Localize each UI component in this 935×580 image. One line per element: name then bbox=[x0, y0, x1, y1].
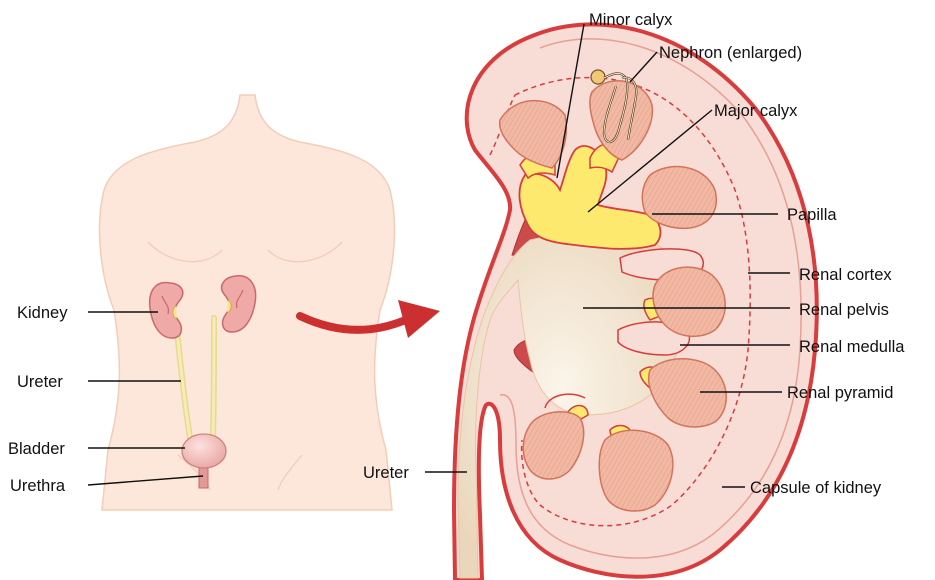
pyramid-3 bbox=[642, 167, 716, 229]
label-ureter-kidney: Ureter bbox=[363, 464, 409, 482]
label-ureter-body: Ureter bbox=[17, 373, 63, 391]
label-major-calyx: Major calyx bbox=[714, 102, 798, 120]
label-bladder: Bladder bbox=[8, 440, 65, 458]
label-capsule: Capsule of kidney bbox=[750, 479, 882, 497]
label-renal-medulla: Renal medulla bbox=[799, 338, 905, 356]
label-kidney: Kidney bbox=[17, 304, 68, 322]
label-renal-pyramid: Renal pyramid bbox=[787, 384, 893, 402]
label-renal-cortex: Renal cortex bbox=[799, 266, 892, 284]
pyramid-7 bbox=[599, 430, 673, 511]
label-renal-pelvis: Renal pelvis bbox=[799, 301, 889, 319]
label-urethra: Urethra bbox=[10, 477, 66, 495]
label-papilla: Papilla bbox=[787, 206, 837, 224]
label-nephron: Nephron (enlarged) bbox=[659, 44, 802, 62]
label-minor-calyx: Minor calyx bbox=[589, 11, 673, 29]
